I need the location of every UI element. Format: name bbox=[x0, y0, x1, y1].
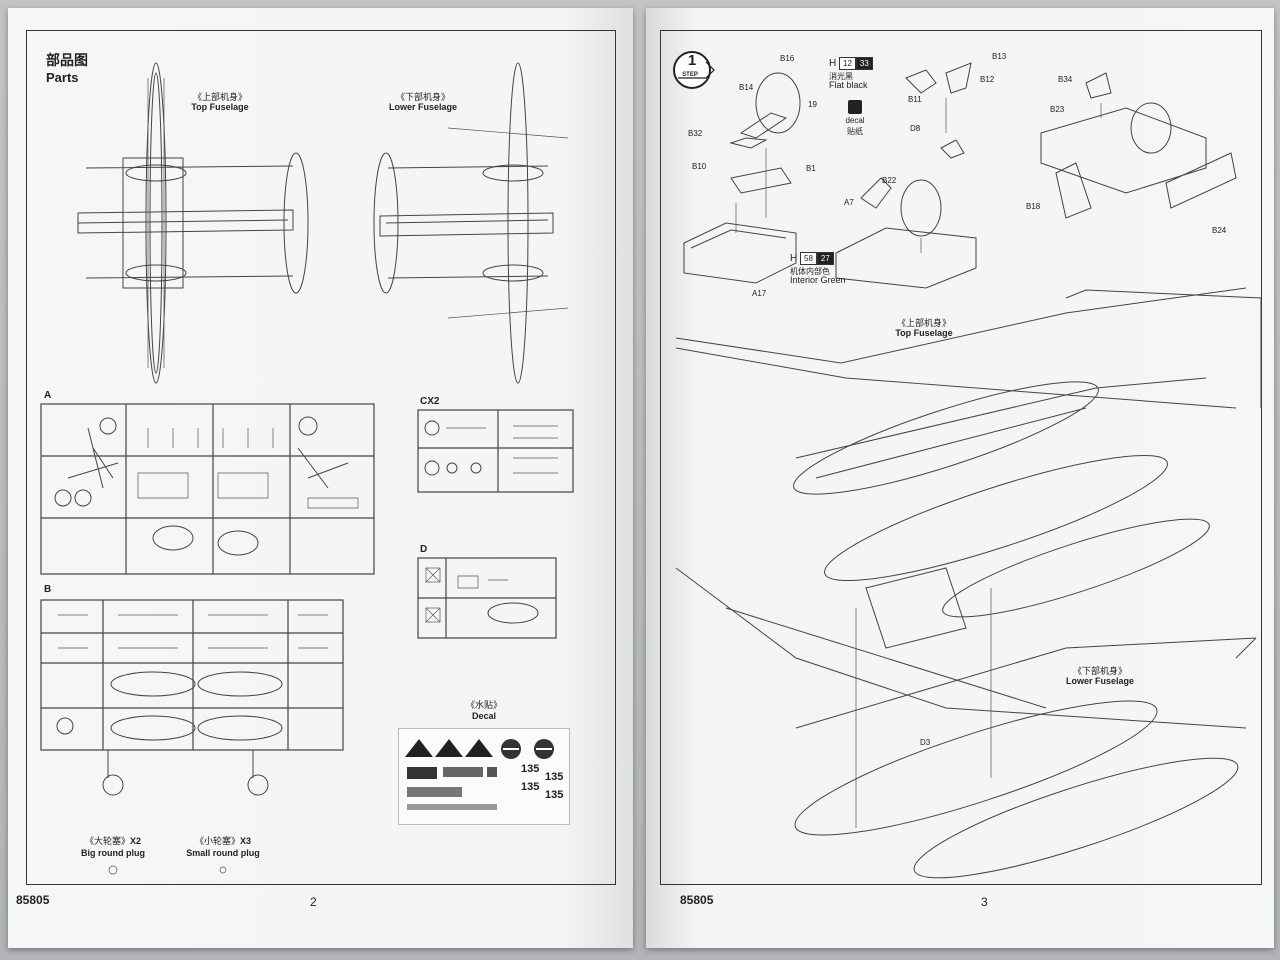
decal-sheet: 135 135 135 135 bbox=[398, 728, 570, 825]
paint-letter: H bbox=[790, 253, 798, 264]
part-label-b24: B24 bbox=[1212, 226, 1227, 235]
part-label-b14: B14 bbox=[739, 83, 754, 92]
decal-label-cn: 《水贴》 bbox=[465, 701, 503, 711]
sprue-b-drawing bbox=[40, 599, 344, 796]
page-number: 3 bbox=[981, 895, 988, 909]
aircraft-assembly-drawing bbox=[675, 287, 1262, 879]
cockpit-assembly-c bbox=[1040, 72, 1237, 219]
part-label-a17: A17 bbox=[752, 289, 767, 298]
small-plug-qty: X3 bbox=[240, 836, 252, 846]
big-plug-label: 《大轮塞》X2 bbox=[85, 834, 141, 847]
sprue-b-label: B bbox=[44, 584, 52, 595]
decal-icon bbox=[848, 100, 862, 114]
big-plug-qty: X2 bbox=[130, 836, 142, 846]
flat-black-cn: 消光黑 bbox=[829, 72, 853, 81]
decal-number-2: 135 bbox=[545, 771, 564, 783]
page-frame bbox=[26, 30, 616, 885]
footer-product-code: 85805 bbox=[680, 893, 714, 907]
step-label: STEP bbox=[682, 72, 698, 78]
sprue-a-drawing bbox=[40, 403, 375, 575]
big-plug-icon bbox=[108, 865, 118, 875]
sprue-d-label: D bbox=[420, 544, 428, 555]
lower-fuselage-drawing bbox=[373, 62, 569, 384]
part-label-d3: D3 bbox=[920, 738, 931, 747]
small-plug-label-cn: 《小轮塞》 bbox=[194, 837, 240, 847]
decal-label-en: Decal bbox=[471, 711, 497, 721]
paint-letter: H bbox=[829, 58, 837, 69]
lower-fuselage-label-cn: 《下部机身》 bbox=[395, 93, 451, 103]
top-fuselage-label-cn: 《上部机身》 bbox=[896, 319, 952, 329]
small-plug-label: 《小轮塞》X3 bbox=[195, 834, 251, 847]
small-plug-label-en: Small round plug bbox=[186, 848, 260, 858]
part-label-b32: B32 bbox=[688, 129, 703, 138]
paint-code-primary: 12 bbox=[839, 57, 856, 70]
part-label-b12: B12 bbox=[980, 75, 995, 84]
part-label-b16: B16 bbox=[780, 54, 795, 63]
parts-title-en: Parts bbox=[46, 70, 79, 85]
lower-fuselage-label-en: Lower Fuselage bbox=[1065, 676, 1135, 686]
part-label-a7: A7 bbox=[844, 198, 854, 207]
part-label-b11: B11 bbox=[908, 95, 922, 104]
part-label-b13: B13 bbox=[992, 52, 1007, 61]
part-label-b1: B1 bbox=[806, 164, 816, 173]
decal-number-4: 135 bbox=[545, 789, 564, 801]
lower-fuselage-label-cn: 《下部机身》 bbox=[1072, 667, 1128, 677]
page-number: 2 bbox=[310, 895, 317, 909]
part-label-b23: B23 bbox=[1050, 105, 1065, 114]
page-frame bbox=[660, 30, 1262, 885]
parts-line-drawings bbox=[40, 62, 574, 875]
part-label-d8: D8 bbox=[910, 124, 921, 133]
small-plug-icon bbox=[219, 866, 227, 874]
step-badge bbox=[673, 51, 715, 89]
flat-black-en: Flat black bbox=[829, 80, 868, 90]
top-fuselage-label-en: Top Fuselage bbox=[895, 328, 953, 338]
decal-tag-en: decal bbox=[845, 116, 865, 125]
instruction-page-right: 1 STEP bbox=[646, 8, 1274, 948]
big-plug-label-cn: 《大轮塞》 bbox=[84, 837, 130, 847]
cockpit-assembly-a bbox=[683, 72, 801, 284]
top-fuselage-drawing bbox=[77, 62, 309, 384]
part-label-19: 19 bbox=[808, 100, 817, 109]
top-fuselage-label-cn: 《上部机身》 bbox=[192, 93, 248, 103]
paint-code-secondary: 27 bbox=[816, 252, 834, 265]
step-number: 1 bbox=[687, 52, 697, 69]
instruction-page-left: 部品图 Parts bbox=[8, 8, 633, 948]
footer-product-code: 85805 bbox=[16, 893, 50, 907]
paint-code-primary: 58 bbox=[800, 252, 817, 265]
sprue-a-label: A bbox=[44, 390, 52, 401]
sprue-cx2-drawing bbox=[417, 409, 574, 493]
big-plug-label-en: Big round plug bbox=[81, 848, 145, 858]
part-label-b18: B18 bbox=[1026, 202, 1041, 211]
decal-number-1: 135 bbox=[521, 763, 540, 775]
part-label-b34: B34 bbox=[1058, 75, 1073, 84]
part-label-b10: B10 bbox=[692, 162, 707, 171]
interior-green-cn: 机体内部色 bbox=[790, 267, 830, 276]
sprue-cx2-label: CX2 bbox=[420, 396, 440, 407]
decal-number-3: 135 bbox=[521, 781, 540, 793]
top-fuselage-label-en: Top Fuselage bbox=[191, 102, 249, 112]
paint-code-secondary: 33 bbox=[855, 57, 873, 70]
decal-tag-cn: 贴纸 bbox=[847, 127, 863, 136]
interior-green-en: Interior Green bbox=[790, 275, 846, 285]
lower-fuselage-label-en: Lower Fuselage bbox=[388, 102, 458, 112]
part-label-b22: B22 bbox=[882, 176, 897, 185]
assembly-line-drawings bbox=[675, 62, 1262, 879]
parts-title-cn: 部品图 bbox=[46, 53, 88, 69]
cockpit-assembly-b bbox=[835, 62, 977, 289]
sprue-d-drawing bbox=[417, 557, 557, 639]
